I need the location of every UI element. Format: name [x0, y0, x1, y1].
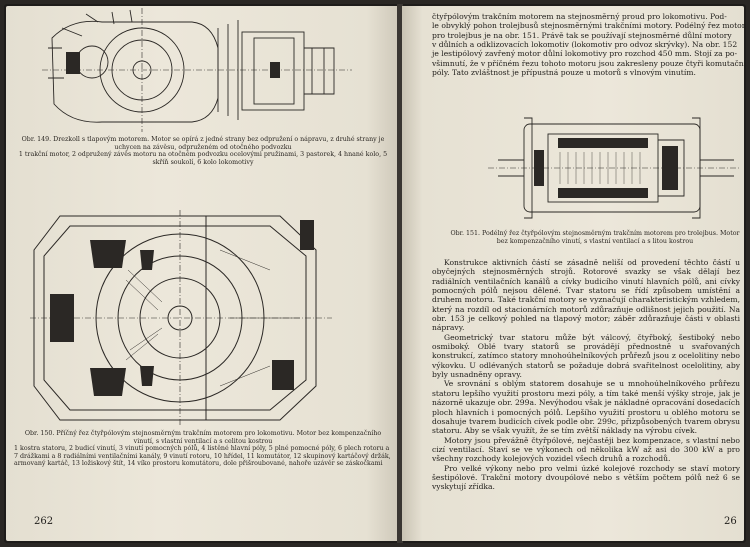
body-paragraph: Konstrukce aktivních částí se zásadně ne… [432, 258, 740, 333]
top-line: všimnutí, že v příčném řezu tohoto motor… [432, 58, 744, 68]
left-page-number: 262 [34, 516, 54, 527]
figure-150-caption: Obr. 150. Příčný řez čtyřpólovým stejnos… [14, 430, 392, 468]
right-page-body-text: Konstrukce aktivních částí se zásadně ne… [432, 258, 740, 492]
right-page-number: 26 [724, 516, 737, 527]
figure-151-caption: Obr. 151. Podélný řez čtyřpólovým stejno… [450, 230, 740, 245]
body-paragraph: Geometrický tvar statoru může být válcov… [432, 332, 740, 380]
top-line: čtyřpólovým trakčním motorem na stejnosm… [432, 12, 727, 21]
figure-151-drawing [488, 117, 740, 219]
body-paragraph: Pro velké výkony nebo pro velmi úzké kol… [432, 463, 740, 492]
figure-150-caption-text: Obr. 150. Příčný řez čtyřpólovým stejnos… [24, 430, 382, 445]
book-gutter [397, 4, 403, 543]
figure-149-drawing [42, 8, 352, 132]
top-line: je lestipólový zavřený motor důlní lokom… [432, 49, 738, 59]
top-line: pro trolejbus je na obr. 151. Právě tak … [432, 30, 732, 40]
open-book: Obr. 149. Drezkoll s tlapovým motorem. M… [4, 4, 746, 543]
right-page-top-text: čtyřpólovým trakčním motorem na stejnosm… [432, 12, 744, 78]
top-line: póly. Tato zvláštnost je přípustná pouze… [432, 68, 696, 78]
figure-150-drawing [30, 210, 332, 426]
top-line: v důlních a odklizovacích lokomotiv (lok… [432, 40, 738, 50]
figure-149-legend: 1 trakční motor, 2 odpružený závěs motor… [18, 151, 388, 166]
figure-150-legend: 1 kostra statoru, 2 budicí vinutí, 3 vin… [14, 445, 391, 468]
body-paragraph: Ve srovnání s oblým statorem dosahuje se… [432, 379, 740, 436]
figure-149-caption-text: Obr. 149. Drezkoll s tlapovým motorem. M… [21, 136, 385, 151]
figure-149-caption: Obr. 149. Drezkoll s tlapovým motorem. M… [14, 136, 392, 166]
body-paragraph: Motory jsou převážně čtyřpólové, nejčast… [432, 435, 740, 464]
right-page: čtyřpólovým trakčním motorem na stejnosm… [402, 6, 744, 541]
top-line: le obvyklý pohon trolejbusů stejnosměrný… [432, 21, 744, 31]
left-page: Obr. 149. Drezkoll s tlapovým motorem. M… [6, 6, 398, 541]
